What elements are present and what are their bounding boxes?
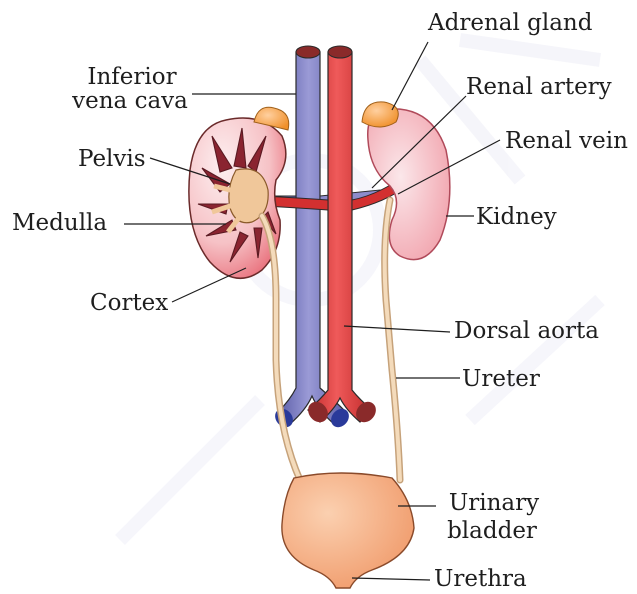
inferior-vena-cava bbox=[264, 46, 382, 431]
label-kidney: Kidney bbox=[476, 204, 557, 230]
adrenal-gland-right bbox=[362, 102, 398, 127]
label-renal-artery: Renal artery bbox=[466, 74, 612, 100]
label-urethra: Urethra bbox=[434, 566, 527, 592]
watermark bbox=[120, 40, 600, 540]
label-urinary-bladder-line1: Urinary bbox=[444, 490, 544, 516]
label-medulla: Medulla bbox=[12, 210, 107, 236]
label-urinary-bladder-line2: bladder bbox=[440, 518, 544, 544]
label-ureter: Ureter bbox=[462, 366, 540, 392]
label-cortex: Cortex bbox=[90, 290, 168, 316]
label-inferior-vena-cava-line2: vena cava bbox=[68, 88, 192, 114]
urinary-bladder bbox=[282, 473, 414, 588]
label-adrenal-gland: Adrenal gland bbox=[428, 10, 592, 36]
label-renal-vein: Renal vein bbox=[505, 128, 628, 154]
label-dorsal-aorta: Dorsal aorta bbox=[454, 318, 599, 344]
label-inferior-vena-cava-line1: Inferior bbox=[76, 64, 188, 90]
label-pelvis: Pelvis bbox=[78, 146, 146, 172]
